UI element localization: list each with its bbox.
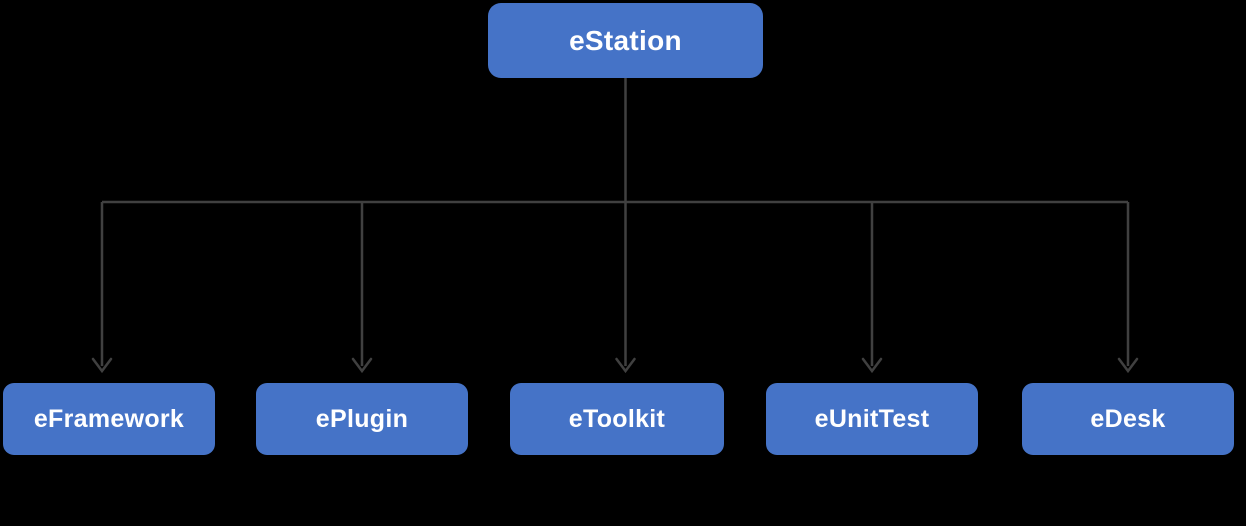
arrowhead-down-icon [351, 357, 373, 374]
arrowhead-down-icon [91, 357, 113, 374]
node-eunittest: eUnitTest [766, 383, 978, 455]
node-edesk: eDesk [1022, 383, 1234, 455]
node-edesk-label: eDesk [1090, 404, 1166, 433]
arrowhead-down-icon [615, 357, 636, 374]
node-eframework-label: eFramework [33, 404, 185, 433]
arrowhead-down-icon [861, 357, 883, 374]
node-eplugin-label: ePlugin [315, 404, 409, 433]
node-etoolkit: eToolkit [510, 383, 724, 455]
node-etoolkit-label: eToolkit [568, 404, 666, 433]
arrowhead-down-icon [1117, 357, 1139, 374]
node-estation-label: eStation [569, 24, 682, 56]
node-eplugin: ePlugin [256, 383, 468, 455]
node-eframework: eFramework [3, 383, 215, 455]
node-eunittest-label: eUnitTest [814, 404, 930, 433]
node-estation: eStation [488, 3, 763, 78]
